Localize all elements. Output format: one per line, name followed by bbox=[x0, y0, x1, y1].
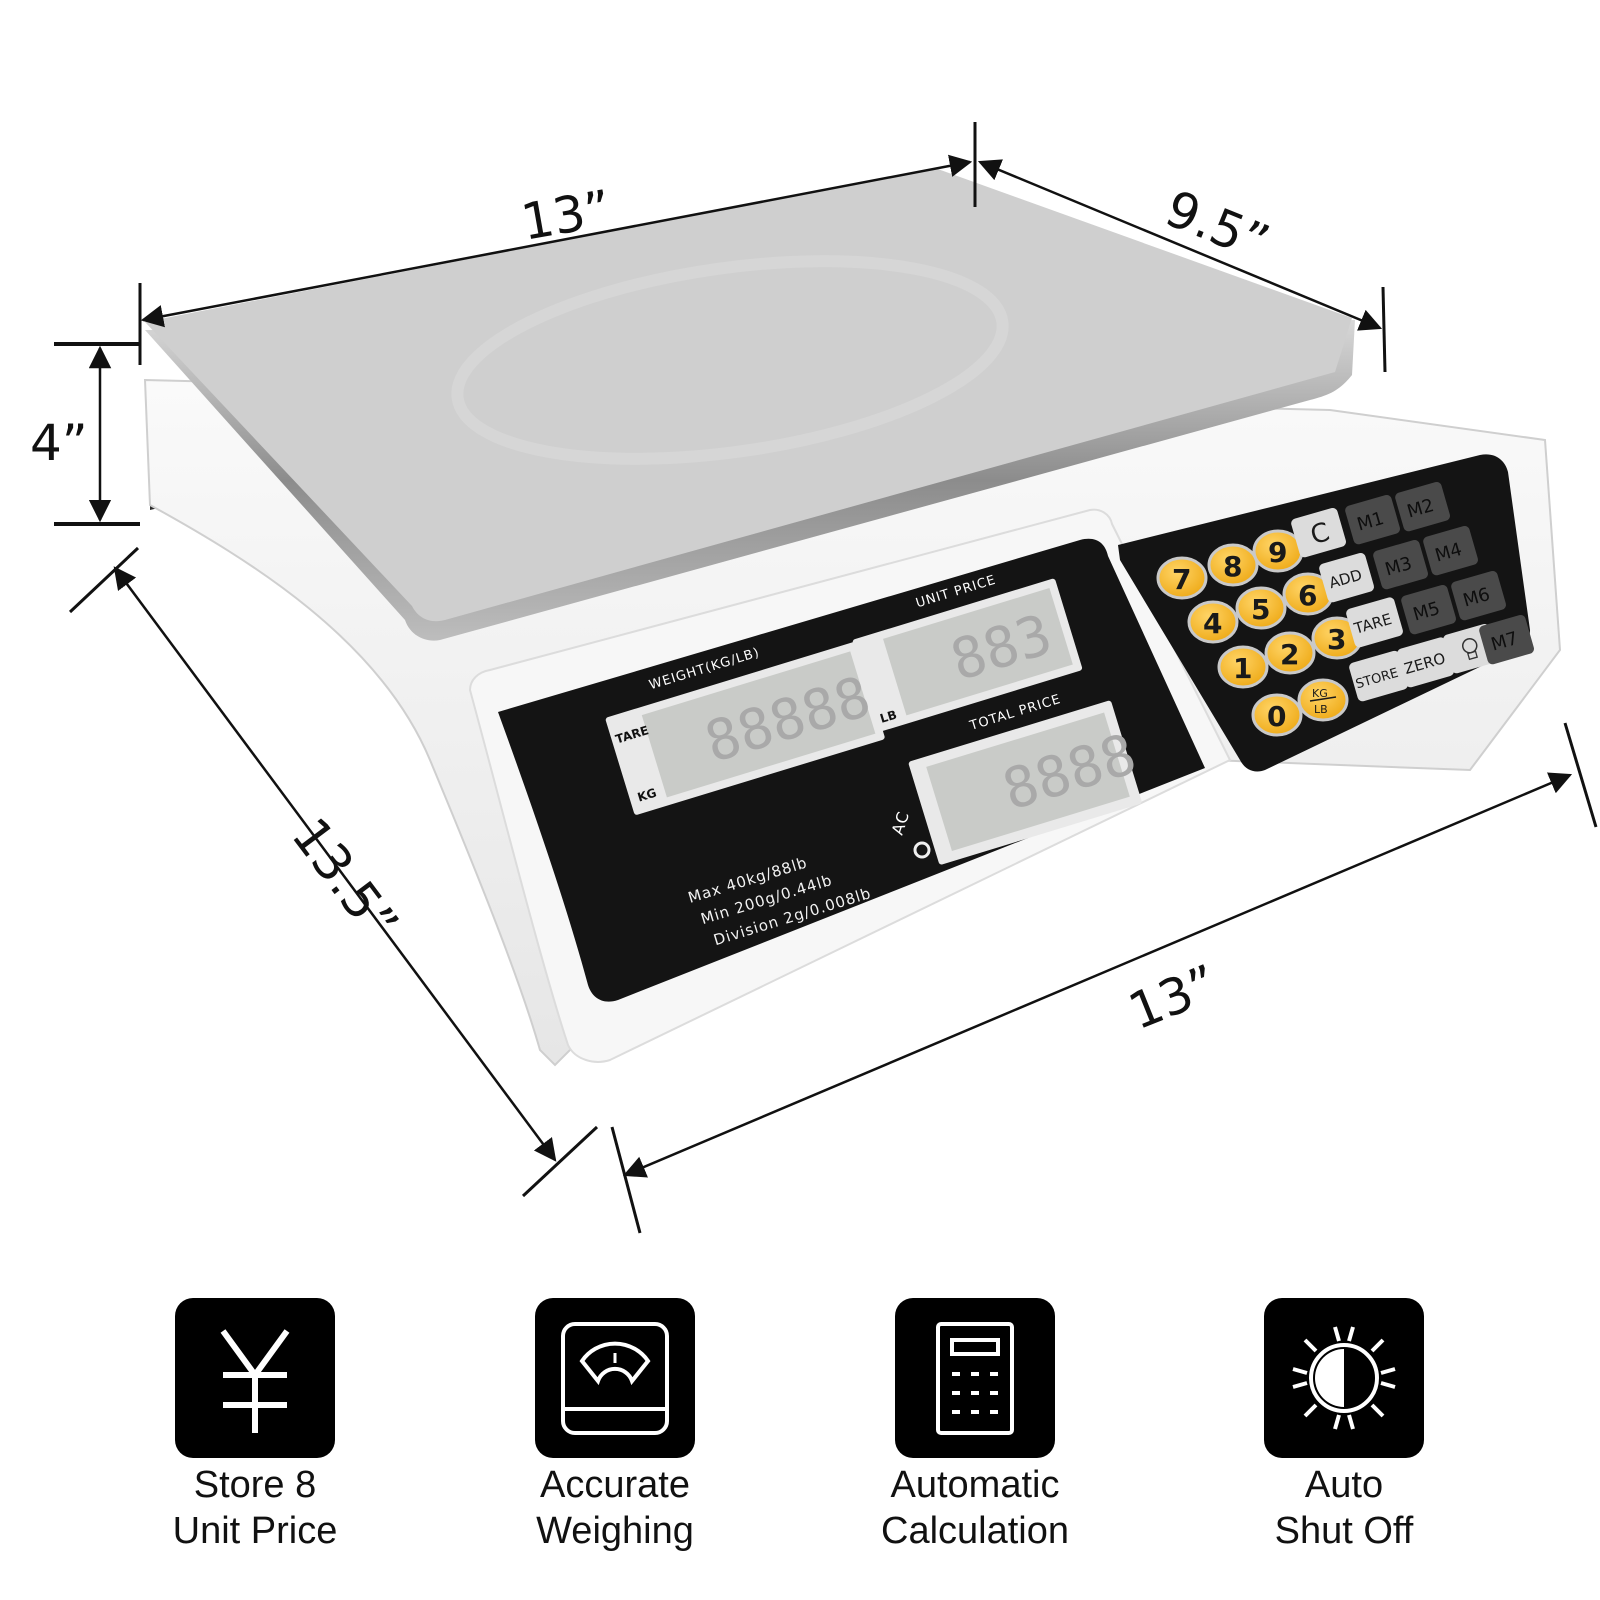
feature-accurate-weighing: Accurate Weighing bbox=[465, 1298, 765, 1554]
number-key-9[interactable]: 9 bbox=[1252, 529, 1304, 573]
svg-text:KG: KG bbox=[1312, 687, 1328, 700]
clear-key[interactable]: C bbox=[1290, 507, 1347, 559]
number-key-7[interactable]: 7 bbox=[1156, 556, 1208, 600]
keypad: 7 8 9 4 5 6 1 2 3 0 KG LB C ADD TARE STO… bbox=[1118, 454, 1535, 772]
memory-key-m1[interactable]: M1 bbox=[1344, 494, 1401, 546]
bathroom-scale-icon bbox=[535, 1298, 695, 1458]
svg-text:4: 4 bbox=[1203, 607, 1222, 640]
tare-key[interactable]: TARE bbox=[1345, 596, 1404, 648]
svg-text:1: 1 bbox=[1233, 652, 1252, 685]
feature-caption-line2: Shut Off bbox=[1274, 1510, 1414, 1552]
dimension-label-front-length: 13” bbox=[1121, 954, 1226, 1041]
yen-icon bbox=[175, 1298, 335, 1458]
kg-lb-toggle-key[interactable]: KG LB bbox=[1297, 678, 1349, 722]
svg-text:6: 6 bbox=[1298, 579, 1317, 612]
memory-key-m7[interactable]: M7 bbox=[1478, 614, 1535, 666]
add-key[interactable]: ADD bbox=[1318, 552, 1375, 604]
svg-text:3: 3 bbox=[1327, 623, 1346, 656]
number-key-8[interactable]: 8 bbox=[1207, 543, 1259, 587]
zero-key[interactable]: ZERO bbox=[1396, 636, 1455, 688]
feature-caption-line2: Weighing bbox=[536, 1510, 694, 1552]
svg-text:2: 2 bbox=[1280, 638, 1299, 671]
feature-caption-line1: Auto bbox=[1304, 1464, 1384, 1506]
number-key-5[interactable]: 5 bbox=[1235, 586, 1287, 630]
number-key-6[interactable]: 6 bbox=[1282, 572, 1334, 616]
memory-key-m5[interactable]: M5 bbox=[1400, 584, 1457, 636]
lb-indicator: LB bbox=[878, 708, 898, 726]
feature-caption-line2: Unit Price bbox=[172, 1510, 338, 1552]
lightbulb-icon bbox=[1462, 637, 1478, 661]
svg-text:LB: LB bbox=[1314, 703, 1328, 716]
feature-caption-line1: Store 8 bbox=[193, 1464, 317, 1506]
dimension-label-height: 4” bbox=[30, 414, 88, 472]
number-key-1[interactable]: 1 bbox=[1217, 645, 1269, 689]
feature-list: Store 8 Unit Price Accurate Weighing bbox=[0, 1298, 1600, 1558]
feature-caption-line2: Calculation bbox=[881, 1510, 1069, 1552]
number-key-4[interactable]: 4 bbox=[1187, 600, 1239, 644]
memory-key-m3[interactable]: M3 bbox=[1372, 539, 1429, 591]
number-key-2[interactable]: 2 bbox=[1264, 631, 1316, 675]
memory-key-m6[interactable]: M6 bbox=[1450, 570, 1507, 622]
svg-text:5: 5 bbox=[1251, 593, 1270, 626]
feature-store-unit-price: Store 8 Unit Price bbox=[105, 1298, 405, 1554]
svg-text:8: 8 bbox=[1223, 550, 1242, 583]
store-key[interactable]: STORE bbox=[1348, 650, 1409, 703]
dimension-annotations bbox=[54, 122, 1598, 1234]
calculator-icon bbox=[895, 1298, 1055, 1458]
feature-caption-line1: Accurate bbox=[540, 1464, 690, 1506]
dimension-label-depth: 13.5” bbox=[280, 807, 409, 952]
feature-auto-shut-off: Auto Shut Off bbox=[1194, 1298, 1494, 1554]
svg-text:9: 9 bbox=[1268, 536, 1287, 569]
half-sun-icon bbox=[1264, 1298, 1424, 1458]
number-key-0[interactable]: 0 bbox=[1251, 693, 1303, 737]
memory-key-m4[interactable]: M4 bbox=[1422, 525, 1479, 577]
memory-key-m2[interactable]: M2 bbox=[1394, 481, 1451, 533]
feature-caption-line1: Automatic bbox=[890, 1464, 1060, 1506]
feature-automatic-calculation: Automatic Calculation bbox=[825, 1298, 1125, 1554]
svg-text:7: 7 bbox=[1172, 563, 1191, 596]
svg-text:0: 0 bbox=[1267, 700, 1286, 733]
